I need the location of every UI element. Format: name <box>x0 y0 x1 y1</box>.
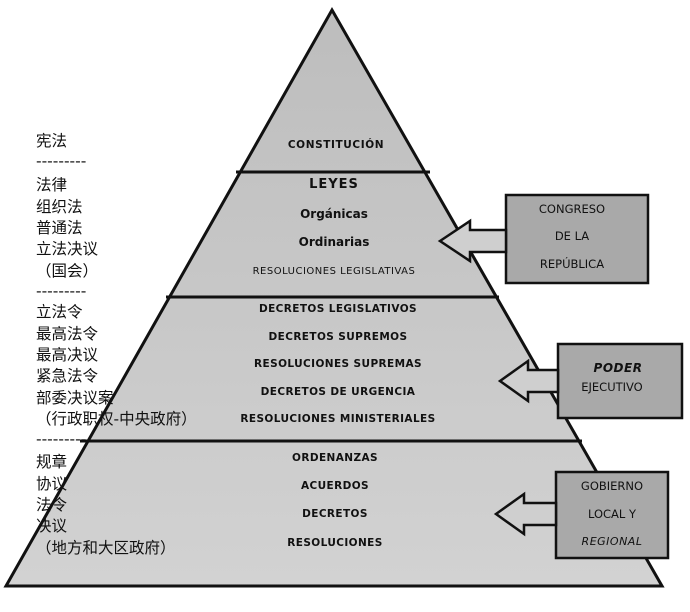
tier-leyes-ordinarias: Ordinarias <box>299 235 370 249</box>
zh-local-2: 协议 <box>36 475 68 493</box>
tier-ejecutivo-item-1: DECRETOS LEGISLATIVOS <box>259 303 417 315</box>
zh-exec-2: 最高法令 <box>36 325 99 343</box>
zh-laws-3: 普通法 <box>36 219 83 237</box>
zh-separator-2: --------- <box>36 282 87 300</box>
zh-exec-1: 立法令 <box>36 303 83 321</box>
congreso-line-1: CONGRESO <box>539 202 605 216</box>
tier-ejecutivo-item-4: DECRETOS DE URGENCIA <box>261 386 416 398</box>
zh-separator-1: --------- <box>36 152 87 170</box>
congreso-arrow-icon <box>437 218 508 264</box>
zh-laws-1: 法律 <box>36 176 68 194</box>
congreso-line-2: DE LA <box>555 229 589 243</box>
tier-local-item-1: ORDENANZAS <box>292 452 378 464</box>
poder-ejecutivo-line-1: PODER <box>594 361 643 375</box>
zh-laws-5: （国会） <box>36 262 99 280</box>
gobierno-local-line-1: GOBIERNO <box>581 479 643 493</box>
tier-leyes-organicas: Orgánicas <box>300 207 368 221</box>
zh-exec-5: 部委决议案 <box>36 389 114 407</box>
tier-constitucion-label: CONSTITUCIÓN <box>288 138 384 151</box>
zh-separator-3: --------- <box>36 430 87 448</box>
zh-local-5: （地方和大区政府） <box>36 539 176 557</box>
zh-local-3: 法令 <box>36 496 68 514</box>
zh-exec-6: （行政职权-中央政府） <box>36 410 197 428</box>
poder-ejecutivo-box <box>556 342 684 420</box>
tier-leyes-title: LEYES <box>309 177 359 192</box>
gobierno-local-line-3: REGIONAL <box>582 535 643 548</box>
zh-local-4: 决议 <box>36 517 68 535</box>
zh-constitution: 宪法 <box>36 132 68 150</box>
poder-ejecutivo-arrow-icon <box>497 358 560 404</box>
congreso-line-3: REPÚBLICA <box>540 256 604 271</box>
tier-leyes-resoluciones: RESOLUCIONES LEGISLATIVAS <box>253 266 416 277</box>
zh-local-1: 规章 <box>36 453 68 471</box>
zh-laws-2: 组织法 <box>36 198 83 216</box>
zh-laws-4: 立法决议 <box>36 240 99 258</box>
tier-ejecutivo-item-2: DECRETOS SUPREMOS <box>269 331 408 343</box>
gobierno-local-line-2: LOCAL Y <box>588 507 637 521</box>
gobierno-local-arrow-icon <box>493 491 558 537</box>
tier-ejecutivo-item-3: RESOLUCIONES SUPREMAS <box>254 358 422 370</box>
zh-exec-4: 紧急法令 <box>36 367 99 385</box>
zh-exec-3: 最高决议 <box>36 346 99 364</box>
gobierno-local-box <box>554 470 670 560</box>
tier-local-item-3: DECRETOS <box>302 508 368 520</box>
tier-ejecutivo-item-5: RESOLUCIONES MINISTERIALES <box>240 413 435 425</box>
poder-ejecutivo-line-2: EJECUTIVO <box>581 380 643 394</box>
tier-local-item-2: ACUERDOS <box>301 480 369 492</box>
tier-local-item-4: RESOLUCIONES <box>287 537 382 549</box>
congreso-box <box>504 193 650 285</box>
